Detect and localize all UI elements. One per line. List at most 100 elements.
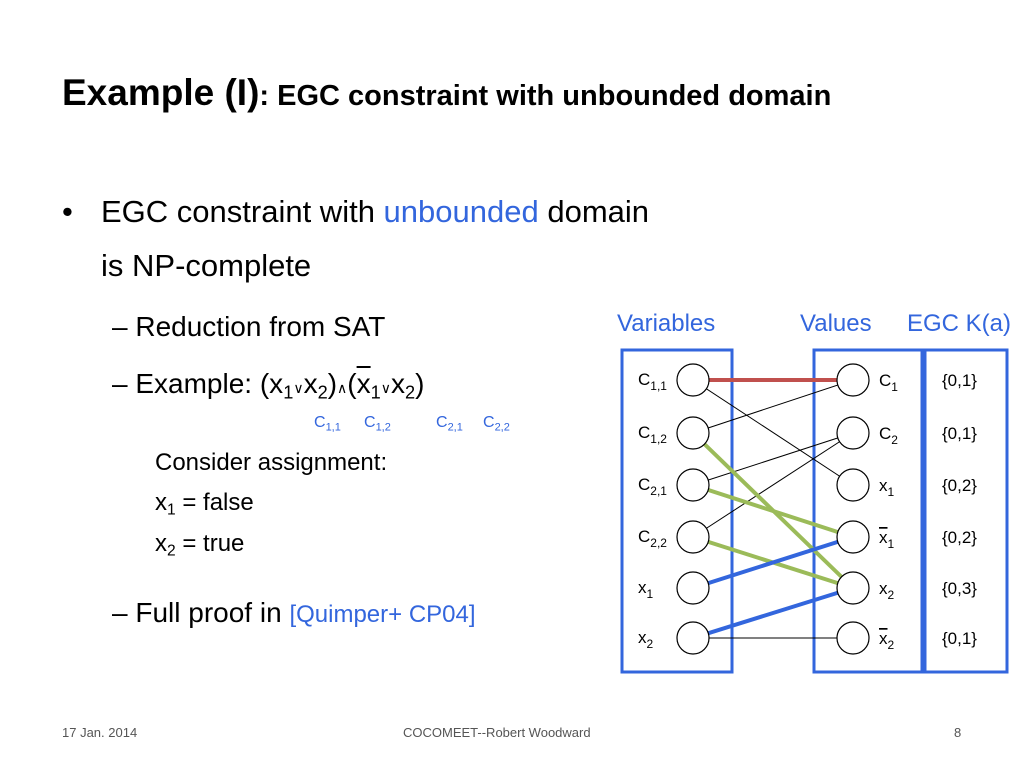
citation-link[interactable]: [Quimper+ CP04] xyxy=(289,601,476,628)
dash: – xyxy=(112,368,128,399)
value-node xyxy=(836,468,870,502)
dash: – xyxy=(112,597,128,628)
bullet-highlight: unbounded xyxy=(383,194,539,229)
example-prefix: Example: xyxy=(135,368,260,399)
formula-part: (x xyxy=(259,368,284,399)
assign-sub: 2 xyxy=(167,542,176,560)
formula-part: ) xyxy=(327,368,338,399)
clause-label-base: C xyxy=(436,414,448,431)
consider-text: Consider assignment: xyxy=(155,449,388,476)
value-node xyxy=(836,520,870,554)
edge-blue xyxy=(692,586,854,640)
egc-domain: {0,2} xyxy=(942,476,977,495)
variable-node xyxy=(676,571,710,605)
value-node xyxy=(836,363,870,397)
variable-node xyxy=(676,621,710,655)
egc-domain: {0,1} xyxy=(942,371,977,390)
variable-node xyxy=(676,363,710,397)
edge-thin xyxy=(692,432,854,486)
egc-domain: {0,2} xyxy=(942,528,977,547)
bullet-text-post: domain xyxy=(538,194,650,229)
clause-label-sub: 2,1 xyxy=(447,421,463,434)
or-symbol: ∨ xyxy=(380,380,391,396)
title-main: Example (I) xyxy=(62,72,260,113)
formula-sub: 2 xyxy=(404,382,416,403)
slide-title: Example (I): EGC constraint with unbound… xyxy=(62,72,831,114)
value-node xyxy=(836,416,870,450)
formula-part: ( xyxy=(347,368,357,399)
title-rest: : EGC constraint with unbounded domain xyxy=(259,80,832,112)
edge-thin xyxy=(692,432,854,538)
footer-date: 17 Jan. 2014 xyxy=(62,725,138,740)
formula-part: x xyxy=(390,368,405,399)
edge-thin xyxy=(692,379,854,486)
edge-thin xyxy=(692,379,854,434)
assign-var: x xyxy=(155,489,167,516)
proof-prefix: Full proof in xyxy=(135,597,290,628)
variable-label: C2,1 xyxy=(638,475,667,498)
formula-sub: 1 xyxy=(370,382,381,403)
formula-part: ) xyxy=(415,368,425,399)
bullet-marker: • xyxy=(62,194,73,229)
footer-author: COCOMEET--Robert Woodward xyxy=(403,725,591,740)
assignment-x2: x2 = true xyxy=(155,530,245,560)
or-symbol: ∨ xyxy=(293,380,304,396)
value-label: x2 xyxy=(879,629,895,652)
bullet-text-pre: EGC constraint with xyxy=(101,194,384,229)
edge-green xyxy=(692,483,854,539)
variable-label: x2 xyxy=(638,628,654,651)
value-label: C2 xyxy=(879,424,898,447)
bullet-line-1: EGC constraint with unbounded domain xyxy=(101,194,649,230)
clause-label: C2,1 xyxy=(436,414,463,434)
clause-label-sub: 2,2 xyxy=(494,421,510,434)
variable-node xyxy=(676,468,710,502)
variable-label: C1,2 xyxy=(638,423,667,446)
formula-negated-var: x xyxy=(356,368,371,399)
clause-label-base: C xyxy=(314,414,326,431)
assignment-x1: x1 = false xyxy=(155,489,254,519)
variable-node xyxy=(676,520,710,554)
assign-value: = false xyxy=(175,489,254,516)
value-label: x2 xyxy=(879,579,895,602)
variable-label: C2,2 xyxy=(638,527,667,550)
value-label: x1 xyxy=(879,476,895,499)
header-egc: EGC K(a) xyxy=(907,310,1011,337)
header-values: Values xyxy=(800,310,872,337)
egc-domain: {0,3} xyxy=(942,579,977,598)
clause-label: C1,2 xyxy=(364,414,391,434)
and-symbol: ∧ xyxy=(337,380,348,396)
sub-bullet-reduction: – Reduction from SAT xyxy=(112,311,385,343)
value-label: x1 xyxy=(879,528,895,551)
assign-value: = true xyxy=(175,530,245,557)
values-box xyxy=(812,348,924,674)
sub-bullet-text: Reduction from SAT xyxy=(135,311,386,342)
variable-label: x1 xyxy=(638,578,654,601)
egc-domain: {0,1} xyxy=(942,629,977,648)
value-node xyxy=(836,621,870,655)
bullet-line-2: is NP-complete xyxy=(101,248,312,283)
clause-label-base: C xyxy=(483,414,495,431)
clause-label: C1,1 xyxy=(314,414,341,434)
edge-blue xyxy=(692,535,854,590)
sub-bullet-example: – Example: (x1∨x2)∧(x1∨x2) xyxy=(112,368,425,403)
egc-domain: {0,1} xyxy=(942,424,977,443)
formula-sub: 1 xyxy=(283,382,294,403)
egc-box xyxy=(923,348,1009,674)
value-label: C1 xyxy=(879,371,898,394)
formula: (x1∨x2)∧(x1∨x2) xyxy=(259,368,425,403)
clause-label-sub: 1,1 xyxy=(325,421,341,434)
assign-sub: 1 xyxy=(167,501,176,519)
formula-part: x xyxy=(303,368,318,399)
variable-node xyxy=(676,416,710,450)
formula-sub: 2 xyxy=(317,382,328,403)
dash: – xyxy=(112,311,128,342)
variables-box xyxy=(620,348,734,674)
variable-label: C1,1 xyxy=(638,370,667,393)
clause-label-base: C xyxy=(364,414,376,431)
clause-label: C2,2 xyxy=(483,414,510,434)
sub-bullet-proof: – Full proof in [Quimper+ CP04] xyxy=(112,597,476,629)
value-node xyxy=(836,571,870,605)
header-variables: Variables xyxy=(617,310,715,337)
clause-label-sub: 1,2 xyxy=(375,421,391,434)
